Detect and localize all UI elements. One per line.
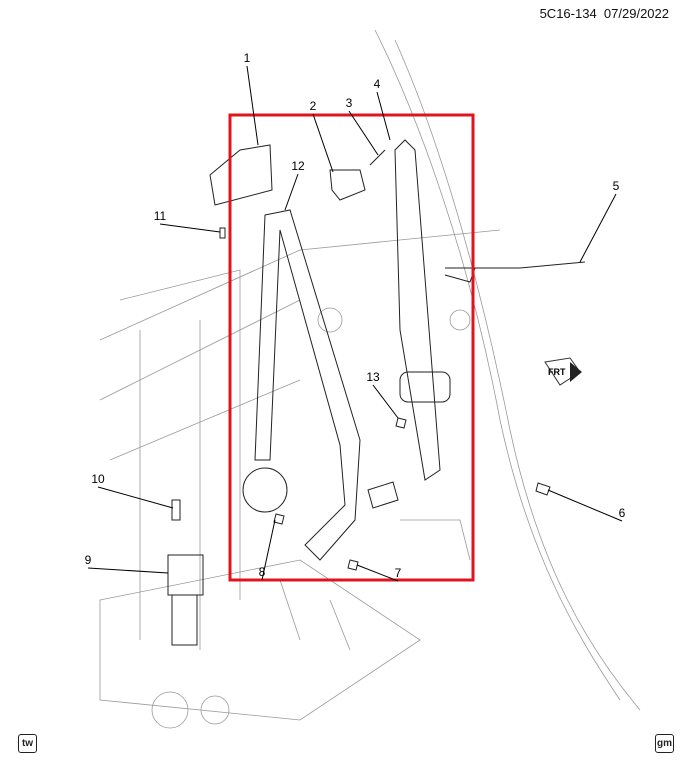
diagram-id: 5C16-134 bbox=[539, 6, 597, 21]
part-7-bolt bbox=[347, 559, 359, 571]
callout-13: 13 bbox=[366, 370, 380, 384]
part-3-bolt bbox=[369, 149, 386, 166]
part-13-bolt bbox=[395, 417, 407, 429]
part-9-buckle bbox=[167, 554, 204, 646]
callout-leader-3 bbox=[348, 110, 379, 156]
callout-1: 1 bbox=[244, 51, 251, 65]
callout-leader-10 bbox=[97, 486, 174, 509]
part-5-adjuster bbox=[444, 261, 586, 283]
callout-12: 12 bbox=[291, 159, 305, 173]
part-4-belt bbox=[394, 139, 441, 481]
callout-4: 4 bbox=[374, 77, 381, 91]
part-2-guide-cover bbox=[329, 169, 366, 201]
seat-belt-parts bbox=[167, 139, 586, 646]
frt-label: FRT bbox=[548, 367, 566, 377]
front-direction-indicator: FRT bbox=[544, 357, 582, 386]
diagram-id-header: 5C16-134 07/29/2022 bbox=[540, 6, 669, 21]
callout-7: 7 bbox=[395, 566, 402, 580]
callout-leader-6 bbox=[547, 489, 623, 522]
callout-leader-7 bbox=[356, 564, 399, 582]
callout-8: 8 bbox=[259, 565, 266, 579]
callout-leader-9 bbox=[87, 567, 169, 574]
callout-9: 9 bbox=[85, 553, 92, 567]
upper-retractor bbox=[399, 371, 451, 403]
callout-leader-11 bbox=[159, 223, 221, 233]
part-11-clip bbox=[219, 227, 226, 239]
callout-5: 5 bbox=[613, 179, 620, 193]
retractor bbox=[242, 467, 288, 513]
callout-leader-1 bbox=[246, 65, 259, 146]
callout-6: 6 bbox=[619, 506, 626, 520]
part-12-belt bbox=[254, 209, 361, 561]
part-6-bolt bbox=[535, 482, 551, 496]
callout-leader-4 bbox=[376, 91, 391, 141]
part-8-bolt bbox=[273, 513, 285, 525]
part-10-bolt bbox=[171, 499, 181, 521]
gm-logo-badge: gm bbox=[655, 734, 674, 753]
callout-leader-2 bbox=[312, 113, 334, 173]
callout-leader-8 bbox=[261, 519, 276, 581]
callout-leader-13 bbox=[372, 384, 399, 419]
arrow-right-icon bbox=[570, 362, 582, 382]
diagram-date: 07/29/2022 bbox=[603, 6, 669, 21]
tw-badge: tw bbox=[18, 734, 37, 753]
part-1-trim-cover bbox=[209, 144, 273, 206]
highlight-box bbox=[228, 113, 475, 582]
callout-leader-12 bbox=[284, 173, 299, 211]
callout-2: 2 bbox=[310, 99, 317, 113]
callout-3: 3 bbox=[346, 96, 353, 110]
callout-11: 11 bbox=[154, 209, 167, 223]
callout-leader-5 bbox=[579, 193, 617, 263]
callout-10: 10 bbox=[91, 472, 105, 486]
latch-plate bbox=[367, 481, 399, 509]
